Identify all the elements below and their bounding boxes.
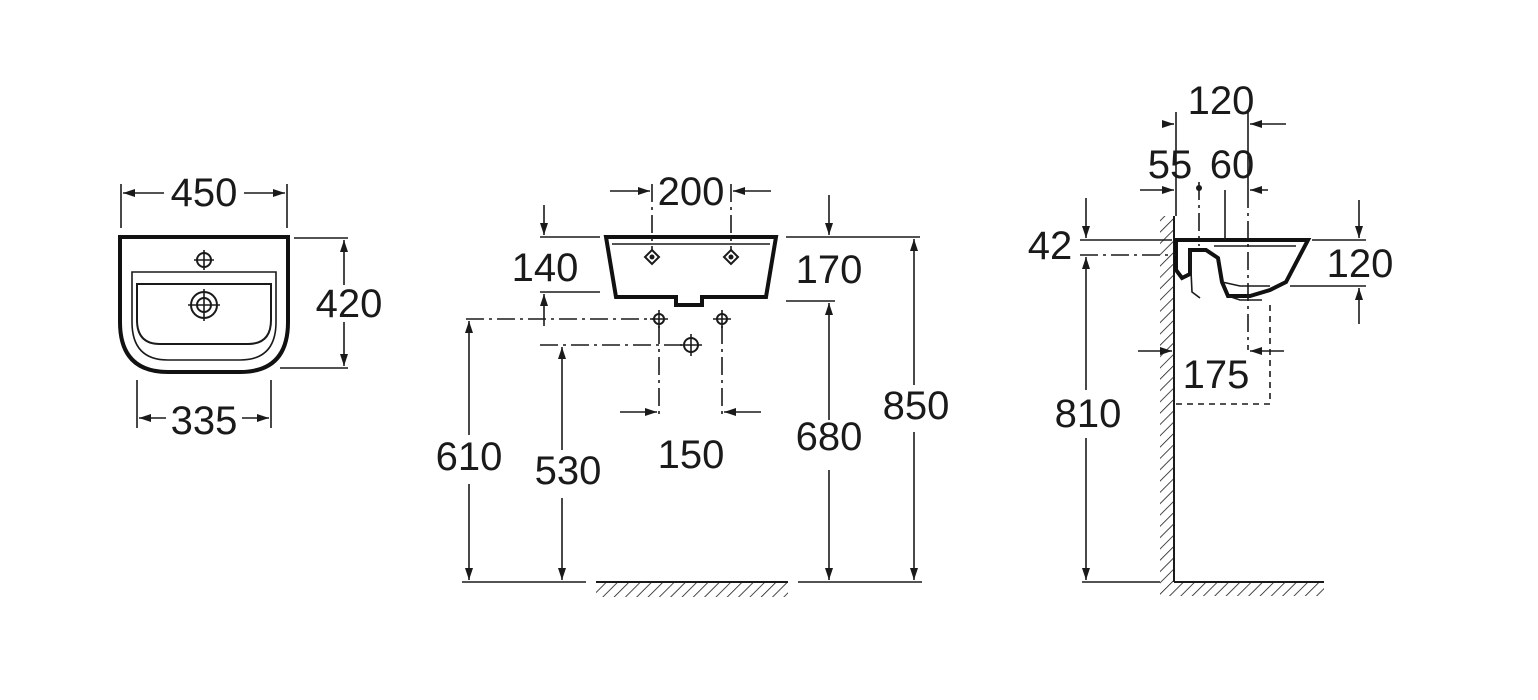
dim-55: 55 bbox=[1148, 143, 1193, 187]
basin-profile-side bbox=[1174, 238, 1312, 298]
basin-outline-front bbox=[603, 235, 779, 307]
dim-530: 530 bbox=[535, 449, 602, 493]
tap-hole-icon bbox=[194, 250, 214, 270]
dim-120-top: 120 bbox=[1188, 79, 1255, 123]
dim-420: 420 bbox=[316, 282, 383, 326]
dim-610: 610 bbox=[436, 435, 503, 479]
bowl-outline-top bbox=[136, 283, 272, 345]
dim-810: 810 bbox=[1055, 392, 1122, 436]
dim-170: 170 bbox=[796, 248, 863, 292]
tap-hole-left-icon bbox=[643, 248, 661, 266]
drain-icon bbox=[188, 289, 220, 321]
basin-outline-top bbox=[118, 235, 290, 374]
dim-200: 200 bbox=[658, 170, 725, 214]
wall-hatch bbox=[1160, 216, 1174, 582]
dim-850: 850 bbox=[883, 384, 950, 428]
dim-335: 335 bbox=[171, 399, 238, 443]
basin-inner-top bbox=[131, 271, 277, 361]
side-view: 120 55 60 42 810 120 175 bbox=[1028, 79, 1394, 596]
tap-hole-right-icon bbox=[722, 248, 740, 266]
trap-envelope bbox=[1176, 300, 1271, 405]
dim-150: 150 bbox=[658, 433, 725, 477]
supply-right-icon bbox=[713, 310, 731, 328]
dim-450: 450 bbox=[171, 171, 238, 215]
dim-60: 60 bbox=[1210, 143, 1255, 187]
dim-680: 680 bbox=[796, 415, 863, 459]
dim-42: 42 bbox=[1028, 224, 1073, 268]
front-view: 200 150 140 bbox=[436, 170, 950, 597]
dim-120-right: 120 bbox=[1327, 242, 1394, 286]
dim-175: 175 bbox=[1183, 353, 1250, 397]
dim-140: 140 bbox=[512, 246, 579, 290]
waste-outlet-icon bbox=[680, 334, 702, 356]
top-view: 450 420 335 bbox=[118, 171, 383, 443]
